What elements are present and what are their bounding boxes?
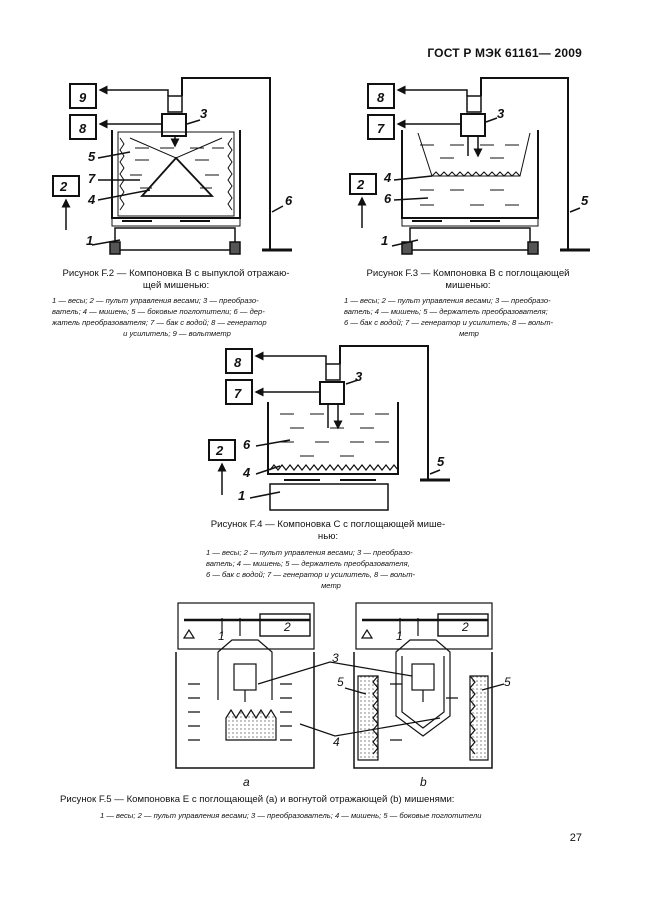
f3-label-3: 3 — [497, 106, 505, 121]
caption-line: Рисунок F.3 — Компоновка В с поглощающей — [366, 268, 570, 279]
f4-label-3: 3 — [355, 369, 363, 384]
figure-f2-labels: 9 8 3 5 7 2 4 6 1 — [59, 90, 293, 248]
caption-line: щей мишенью: — [142, 280, 210, 291]
f2-label-1: 1 — [86, 233, 93, 248]
legend-line: ватель; 4 — мишень; 5 — держатель преобр… — [344, 307, 548, 316]
legend-line: ватель; 4 — мишень; 5 — держатель преобр… — [206, 559, 410, 568]
f5b-label-2: 2 — [461, 620, 469, 634]
caption-line: нью: — [317, 531, 339, 542]
f2-label-2: 2 — [59, 179, 68, 194]
legend-line: метр — [459, 329, 479, 338]
f4-label-8: 8 — [234, 355, 242, 370]
f4-label-2: 2 — [215, 443, 224, 458]
figure-f4 — [208, 345, 450, 511]
page-number: 27 — [569, 832, 582, 844]
f4-label-1: 1 — [238, 488, 245, 503]
legend-line: метр — [321, 581, 341, 590]
legend-line: 6 — бак с водой; 7 — генератор и усилите… — [344, 318, 554, 327]
legend-line: и усилитель; 9 — вольтметр — [123, 329, 231, 338]
figure-f4-legend: 1 — весы; 2 — пульт управления весами; 3… — [206, 547, 456, 591]
figure-f4-labels: 8 7 3 6 2 4 5 1 — [215, 355, 445, 503]
f5a-label-2: 2 — [283, 620, 291, 634]
caption-line: Рисунок F.4 — Компоновка С с поглощающей… — [210, 519, 446, 530]
f3-label-5: 5 — [581, 193, 589, 208]
legend-line: 6 — бак с водой; 7 — генератор и усилите… — [206, 570, 416, 579]
f3-label-1: 1 — [381, 233, 388, 248]
legend-line: ватель; 4 — мишень; 5 — боковые поглотит… — [52, 307, 265, 316]
legend-line: жатель преобразователя; 7 — бак с водой;… — [52, 318, 267, 327]
legend-line: 1 — весы; 2 — пульт управления весами; 3… — [52, 296, 259, 305]
f2-label-6: 6 — [285, 193, 293, 208]
figure-f3-legend: 1 — весы; 2 — пульт управления весами; 3… — [344, 295, 594, 339]
f2-label-5: 5 — [88, 149, 96, 164]
figure-f5-legend: 1 — весы; 2 — пульт управления весами; 3… — [100, 811, 482, 820]
f5-label-3: 3 — [332, 651, 339, 665]
caption-line: Рисунок F.2 — Компоновка В с выпуклой от… — [62, 268, 290, 279]
f5-label-5-left: 5 — [337, 675, 344, 689]
figure-f5-labels: 1 2 1 2 3 5 5 4 a b — [218, 620, 511, 789]
f3-label-2: 2 — [356, 177, 365, 192]
figure-f5 — [175, 602, 505, 769]
figure-f2 — [52, 77, 292, 255]
figure-f3-caption: Рисунок F.3 — Компоновка В с поглощающей… — [340, 268, 596, 292]
legend-line: 1 — весы; 2 — пульт управления весами; 3… — [344, 296, 551, 305]
figure-f5-caption: Рисунок F.5 — Компоновка Е с поглощающей… — [60, 794, 455, 805]
legend-line: 1 — весы; 2 — пульт управления весами; 3… — [206, 548, 413, 557]
figure-f3 — [349, 77, 590, 255]
figure-f3-labels: 8 7 3 4 2 6 5 1 — [356, 90, 589, 248]
figure-f4-caption: Рисунок F.4 — Компоновка С с поглощающей… — [200, 519, 456, 543]
f2-label-4: 4 — [87, 192, 96, 207]
f2-label-3: 3 — [200, 106, 208, 121]
figure-f2-legend: 1 — весы; 2 — пульт управления весами; 3… — [52, 295, 302, 339]
f5b-label-1: 1 — [396, 629, 403, 643]
f4-label-6: 6 — [243, 437, 251, 452]
f4-label-5: 5 — [437, 454, 445, 469]
figure-f2-caption: Рисунок F.2 — Компоновка В с выпуклой от… — [48, 268, 304, 292]
f2-label-7: 7 — [88, 171, 96, 186]
f3-label-7: 7 — [377, 121, 385, 136]
f3-label-6: 6 — [384, 191, 392, 206]
f5-sublabel-a: a — [243, 775, 250, 789]
document-header: ГОСТ Р МЭК 61161— 2009 — [427, 46, 582, 60]
f4-label-7: 7 — [234, 386, 242, 401]
f3-label-8: 8 — [377, 90, 385, 105]
f5-sublabel-b: b — [420, 775, 427, 789]
f3-label-4: 4 — [383, 170, 392, 185]
f5a-label-1: 1 — [218, 629, 225, 643]
f2-label-8: 8 — [79, 121, 87, 136]
f4-label-4: 4 — [242, 465, 251, 480]
f2-label-9: 9 — [79, 90, 87, 105]
caption-line: мишенью: — [445, 280, 491, 291]
f5-label-5-right: 5 — [504, 675, 511, 689]
f5-label-4: 4 — [333, 735, 340, 749]
